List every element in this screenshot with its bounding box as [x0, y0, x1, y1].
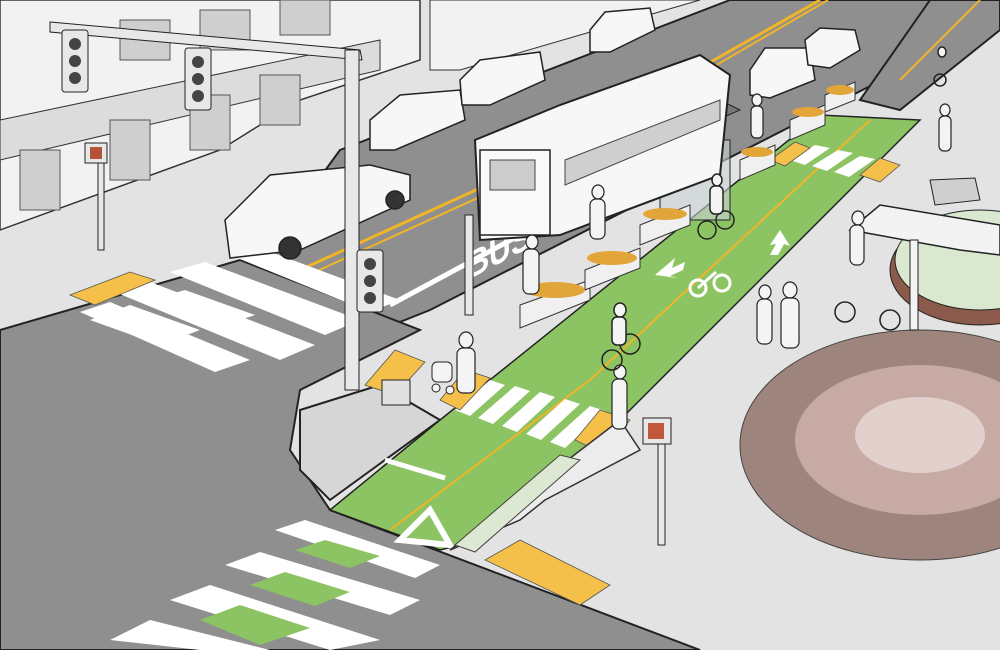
green-channel [454, 454, 582, 553]
buildings [0, 0, 701, 231]
bus [473, 53, 732, 242]
planter-flowers [525, 85, 854, 298]
far-bike-path [858, 0, 1000, 112]
plaza [739, 329, 1000, 561]
crosswalk-left [80, 248, 400, 372]
pedestrian-signals [84, 142, 672, 546]
cars [224, 7, 861, 260]
bike-lane-center-line [389, 119, 871, 531]
crosswalk-foreground [110, 520, 440, 650]
bike-crosswalk [455, 145, 875, 448]
bike-lane-arrows [655, 230, 790, 278]
stroller [431, 361, 455, 395]
cyclists [601, 46, 947, 371]
traffic-signal [49, 21, 411, 406]
kiosk-structure [848, 177, 1000, 331]
pedestrians [456, 93, 952, 430]
bike-symbol-icon [688, 270, 732, 298]
yield-marking [393, 505, 456, 549]
